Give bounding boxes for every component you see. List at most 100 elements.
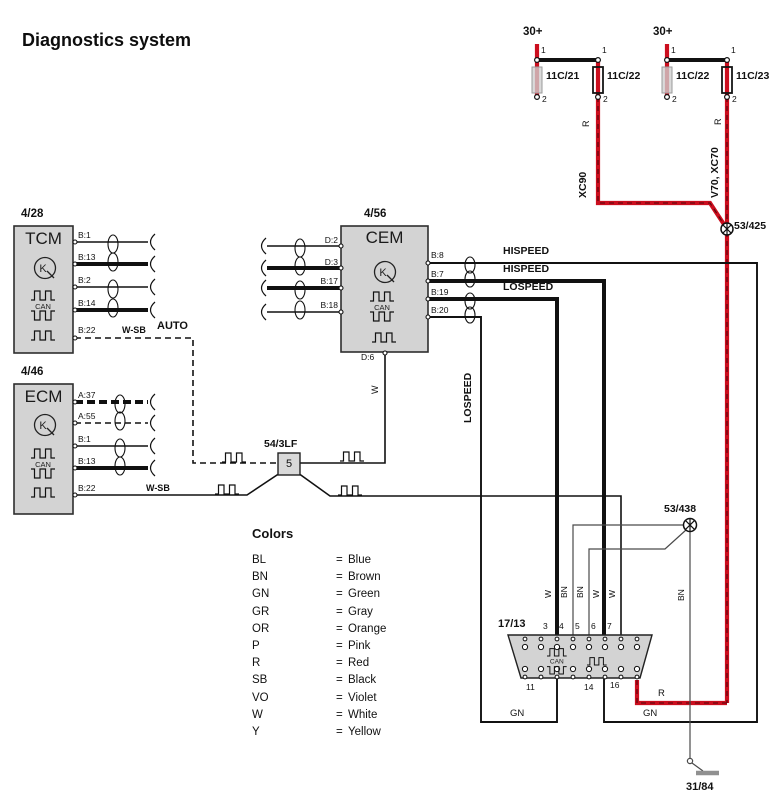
wire-color-gn: GN <box>510 708 525 719</box>
splice-54-3lf-box <box>277 452 301 476</box>
wire-pin4-bn <box>572 524 684 637</box>
twisted-pair-icons <box>107 234 476 476</box>
obd-pin-label: 14 <box>584 682 594 692</box>
obd-pin-label: 5 <box>575 621 580 631</box>
cem-pin: D:3 <box>324 257 338 267</box>
wire-color-pin3: W <box>543 589 553 598</box>
wire-color-gn: GN <box>643 708 658 719</box>
wire-break-icons <box>149 233 267 477</box>
wire-b8-hispeed-loop <box>428 262 758 723</box>
cem-pin: B:8 <box>431 250 444 260</box>
junction-53-425-icon <box>720 222 734 236</box>
wire-b19-lospeed <box>428 297 559 637</box>
terminal-2: 2 <box>672 94 677 104</box>
wire-color-r: R <box>658 688 665 699</box>
cem-k-letter: K <box>379 267 387 279</box>
obd-connector-id: 17/13 <box>498 618 526 630</box>
tcm-pin: B:14 <box>78 298 96 308</box>
tcm-can-icon: CAN <box>30 290 56 341</box>
obd-connector-body <box>507 634 653 679</box>
fuse-11c21-icon <box>531 66 543 94</box>
power-wires-red-core <box>597 97 728 704</box>
thin-wires <box>75 241 622 637</box>
cem-pin: D:2 <box>324 235 338 245</box>
cem-pin: B:18 <box>320 300 339 310</box>
wire-color-pin4: BN <box>559 586 569 598</box>
fuse-label: 11C/21 <box>546 70 580 82</box>
power-wires-red <box>534 44 730 706</box>
wire-color-pin6: W <box>591 589 601 598</box>
obd-pin-label: 11 <box>526 682 535 692</box>
ecm-k-icon: K <box>33 413 57 437</box>
variant-xc90: XC90 <box>577 171 589 198</box>
legend-title: Colors <box>252 526 294 541</box>
tcm-pin: B:1 <box>78 230 91 240</box>
wire-color-w: W <box>370 385 380 395</box>
page-title: Diagnostics system <box>22 30 192 50</box>
legend-row: BN=Brown <box>252 571 381 584</box>
auto-label: AUTO <box>157 320 188 332</box>
cem-can-label: CAN <box>374 303 390 312</box>
ecm-pin: B:13 <box>78 456 96 466</box>
fuse-terminals <box>533 56 730 100</box>
fuse-block <box>531 56 733 100</box>
power-30-right: 30+ <box>653 26 673 38</box>
cem-can-icon: CAN <box>369 291 397 343</box>
ecm-pin: A:37 <box>78 390 96 400</box>
legend-row: VO=Violet <box>252 691 377 704</box>
fuse-11c22-right-icon <box>661 66 673 94</box>
obd-can-label: CAN <box>550 658 564 665</box>
wire-color-r: R <box>581 120 591 128</box>
tcm-pin: B:22 <box>78 325 96 335</box>
wire-kline-pin7 <box>297 472 622 637</box>
wire-d6-kline <box>300 354 386 464</box>
legend-row: GN=Green <box>252 588 380 601</box>
junction-53-425-label: 53/425 <box>734 220 767 232</box>
terminal-1: 1 <box>541 45 546 55</box>
tcm-pin: B:2 <box>78 275 91 285</box>
wire-color-pin5: BN <box>575 586 585 598</box>
obd-pin-label: 7 <box>607 621 612 631</box>
ecm-pin: A:55 <box>78 411 96 421</box>
terminal-2: 2 <box>732 94 737 104</box>
obd-pin-label: 4 <box>559 621 564 631</box>
wire-ecm-b22 <box>75 472 281 496</box>
tcm-box <box>13 225 74 354</box>
cem-k-icon: K <box>373 260 397 284</box>
terminal-2: 2 <box>542 94 547 104</box>
ecm-can-label: CAN <box>35 460 51 469</box>
lospeed-vertical: LOSPEED <box>462 372 474 423</box>
module-pin-terminals <box>72 239 431 498</box>
power-30-left: 30+ <box>523 26 543 38</box>
legend-row: R=Red <box>252 657 370 670</box>
cem-pin-d6: D:6 <box>361 352 375 362</box>
ecm-pin: B:1 <box>78 434 91 444</box>
can-loop-wires <box>428 262 758 723</box>
tcm-k-icon: K <box>33 256 57 280</box>
wire-b7-hispeed <box>428 279 606 637</box>
thick-wires <box>75 262 606 637</box>
terminal-1: 1 <box>731 45 736 55</box>
legend-row: BL=Blue <box>252 554 372 566</box>
ecm-can-icon: CAN <box>30 448 56 498</box>
ecm-name: ECM <box>24 387 63 406</box>
fuse-label: 11C/23 <box>736 70 770 82</box>
fuse-11c23-icon <box>721 66 733 94</box>
splice-number: 5 <box>285 458 293 470</box>
wire-tcm-b22-auto <box>75 337 278 464</box>
legend-row: P=Pink <box>252 639 371 652</box>
obd-pin-label: 16 <box>610 680 620 690</box>
cem-box <box>340 225 429 353</box>
wire-color-wsb: W-SB <box>122 325 146 335</box>
terminal-2: 2 <box>603 94 608 104</box>
tcm-k-letter: K <box>39 263 47 275</box>
tcm-id: 4/28 <box>21 208 44 220</box>
wire-color-pin7: W <box>607 589 617 598</box>
tcm-name: TCM <box>25 229 62 248</box>
color-legend: Colors BL=Blue BN=Brown GN=Green GR=Gray… <box>252 526 452 743</box>
cem-name: CEM <box>365 228 404 247</box>
fuse-label: 11C/22 <box>676 70 710 82</box>
ecm-pin: B:22 <box>78 483 96 493</box>
ecm-box <box>13 383 74 515</box>
